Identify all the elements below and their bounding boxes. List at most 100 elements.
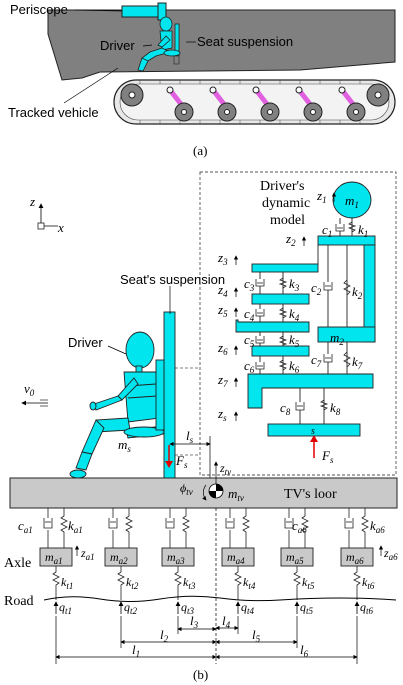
label-axle: Axle	[4, 556, 31, 571]
velocity-indicator: v0	[21, 381, 48, 407]
tire-stiffness-label: kt4	[243, 575, 256, 591]
axis-z-label: z	[29, 194, 35, 209]
label-c6: c6	[244, 358, 255, 375]
axle-mass-label: ma3	[167, 550, 185, 566]
label-ls: ls	[186, 428, 194, 445]
label-z4: z4	[217, 282, 228, 299]
periscope-shape	[121, 2, 167, 21]
label-z6: z6	[217, 340, 228, 357]
model-labels: m1 m2 s c1 k1 c2 k2 c3 k3 c4 k4 c5 k5 c6…	[217, 188, 368, 437]
label-c2: c2	[311, 280, 322, 297]
seat-force-arrow	[165, 445, 173, 468]
axle-mass-label: ma4	[227, 550, 245, 566]
dimension-lines	[55, 508, 358, 664]
label-l3: l3	[190, 613, 199, 630]
label-za6: za6	[383, 546, 398, 562]
label-ca1: ca1	[18, 518, 33, 535]
label-ca6: ca6	[292, 518, 307, 535]
label-c5: c5	[244, 332, 255, 349]
label-z3: z3	[217, 250, 228, 267]
road-input-label: qt5	[300, 600, 314, 616]
axle-mass-label: ma6	[346, 550, 364, 566]
label-za1: za1	[80, 546, 95, 562]
label-ztv: ztv	[219, 461, 231, 477]
axle-assembly-5: ma5 kt5 qt5	[280, 507, 315, 616]
dynamic-model-frame	[199, 171, 397, 476]
label-s-plate: s	[311, 426, 315, 437]
label-periscope: Periscope	[10, 2, 68, 17]
svg-text:Driver's: Driver's	[260, 179, 305, 194]
axle-assembly-3: ma3 kt3 qt3	[161, 507, 196, 616]
label-k1: k1	[358, 222, 368, 239]
svg-text:model: model	[270, 213, 305, 228]
caption-a: (a)	[193, 143, 207, 158]
label-l1: l1	[132, 642, 140, 659]
ls-dimension	[169, 436, 211, 478]
model-dampers	[255, 224, 345, 411]
caption-b: (b)	[193, 667, 208, 682]
tire-stiffness-label: kt6	[362, 575, 375, 591]
label-l6: l6	[300, 642, 309, 659]
center-of-gravity-symbol	[208, 483, 224, 499]
model-springs	[278, 221, 357, 411]
axle-mass-label: ma1	[45, 550, 63, 566]
label-k2: k2	[352, 284, 363, 301]
road-input-label: qt6	[360, 600, 374, 616]
label-m1: m1	[345, 193, 359, 210]
small-driver-figure	[137, 16, 181, 72]
road-wheels	[166, 86, 366, 122]
velocity-label: v0	[24, 381, 35, 398]
label-c3: c3	[244, 276, 255, 293]
label-k4: k4	[289, 306, 300, 323]
label-l4: l4	[222, 613, 231, 630]
axle-assembly-1: ma1 kt1 qt1	[39, 507, 73, 616]
road-input-label: qt1	[59, 600, 72, 616]
label-z2: z2	[285, 231, 296, 248]
label-seat-suspension-a: Seat suspension	[197, 34, 293, 49]
label-ms: ms	[118, 437, 131, 454]
axle-mass-label: ma5	[286, 550, 304, 566]
label-z1: z1	[316, 188, 327, 205]
track-links	[139, 80, 361, 124]
tire-stiffness-label: kt1	[61, 575, 73, 591]
label-road: Road	[4, 594, 34, 609]
panel-a: Periscope Driver Seat suspension Tracked…	[8, 2, 396, 158]
svg-text:dynamic: dynamic	[262, 196, 310, 211]
road-profile	[43, 595, 397, 602]
model-force-arrow: Fs	[310, 435, 334, 465]
road-input-label: qt3	[181, 600, 195, 616]
dynamic-model-title: Driver's dynamic model	[260, 179, 310, 228]
label-m2: m2	[330, 330, 344, 347]
tire-stiffness-label: kt5	[302, 575, 315, 591]
axle-assembly-6: ma6 kt6 qt6	[340, 507, 375, 616]
label-c4: c4	[244, 306, 255, 323]
tire-stiffness-label: kt3	[183, 575, 196, 591]
pitch-arrow	[202, 484, 207, 501]
label-c8: c8	[280, 400, 291, 417]
label-mtv: mtv	[228, 486, 244, 503]
model-z-arrows	[233, 192, 337, 421]
axle-mass-label: ma2	[110, 550, 128, 566]
label-model-Fs: Fs	[321, 448, 334, 465]
vehicle-hull	[47, 9, 396, 81]
label-z7: z7	[217, 372, 228, 389]
label-c1: c1	[322, 222, 332, 239]
label-driver-a: Driver	[100, 38, 135, 53]
label-ka6: ka6	[370, 518, 385, 535]
label-zs: zs	[217, 406, 227, 423]
label-k7: k7	[352, 354, 363, 371]
label-seat-Fs: Fs	[175, 453, 188, 470]
label-k3: k3	[289, 276, 300, 293]
road-input-label: qt2	[124, 600, 138, 616]
label-tv-floor: TV's loor	[284, 487, 337, 502]
road-input-label: qt4	[241, 600, 255, 616]
axle-assembly-4: ma4 kt4 qt4	[221, 507, 256, 616]
label-c7: c7	[311, 352, 322, 369]
label-tracked-vehicle: Tracked vehicle	[8, 105, 99, 120]
label-z5: z5	[217, 302, 228, 319]
label-l5: l5	[252, 627, 261, 644]
